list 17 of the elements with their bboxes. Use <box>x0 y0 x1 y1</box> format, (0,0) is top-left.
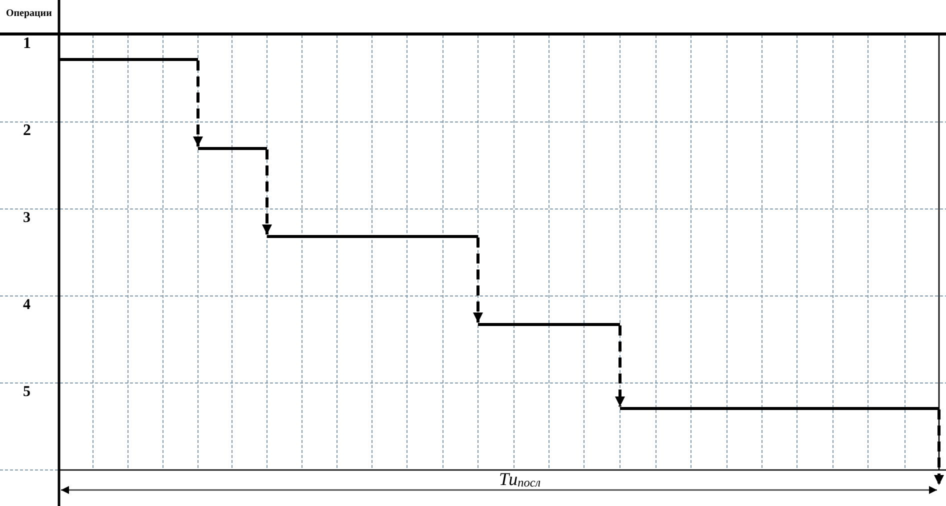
transfer-arrow <box>615 326 625 406</box>
transfer-arrow <box>193 60 203 146</box>
transfer-arrow <box>262 150 272 234</box>
row-number: 4 <box>23 297 30 313</box>
operation-bar <box>478 322 620 326</box>
row-number: 3 <box>23 210 30 226</box>
column-header: Операции <box>6 8 52 19</box>
operation-bar <box>59 58 198 60</box>
row-number: 2 <box>23 122 31 139</box>
dimension-label: Ти$_{посл}$ <box>499 470 541 489</box>
operation-bar <box>198 146 267 150</box>
operation-bar <box>267 234 478 238</box>
operation-bar <box>620 406 939 410</box>
transfer-arrow <box>934 410 944 485</box>
row-number: 1 <box>23 35 31 52</box>
row-number: 5 <box>23 384 30 400</box>
transfer-arrow <box>473 238 483 322</box>
